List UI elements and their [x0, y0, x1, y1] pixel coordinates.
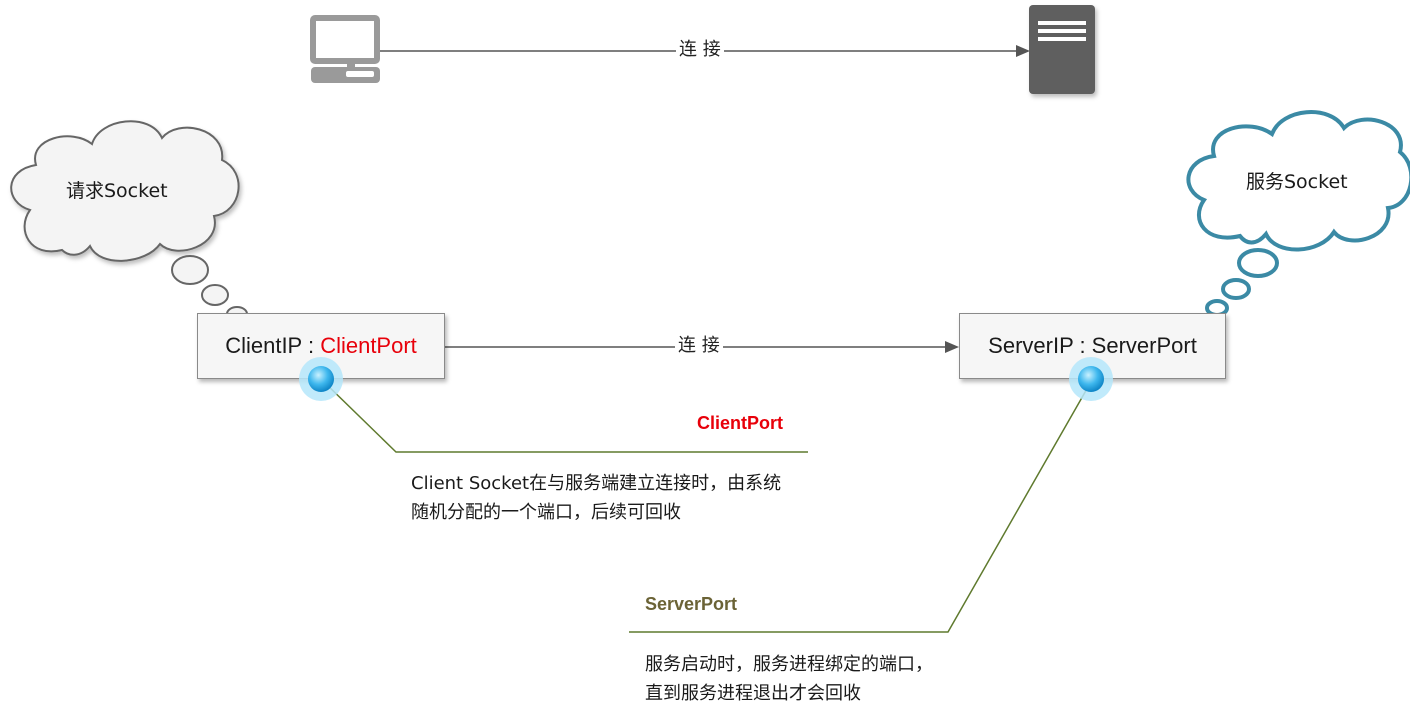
client-ip-label: ClientIP : [225, 333, 321, 358]
server-port-callout-title: ServerPort [645, 594, 738, 614]
client-address-box: ClientIP : ClientPort [197, 313, 445, 379]
mid-connection-label: 连 接 [675, 335, 723, 357]
client-cloud-text: 请求Socket [66, 180, 168, 202]
top-connection-label: 连 接 [676, 39, 724, 61]
server-port-callout-text: 服务启动时，服务进程绑定的端口，直到服务进程退出才会回收 [645, 654, 933, 704]
client-port-callout-title: ClientPort [697, 413, 784, 433]
server-callout-line [629, 379, 1093, 633]
client-thought-cloud [10, 120, 248, 322]
client-callout-line [321, 379, 808, 453]
client-port-callout-text: Client Socket在与服务端建立连接时，由系统随机分配的一个端口，后续可… [411, 473, 782, 523]
computer-icon [310, 15, 380, 83]
server-address-label: ServerIP : ServerPort [988, 333, 1197, 358]
server-address-box: ServerIP : ServerPort [959, 313, 1226, 379]
server-icon [1029, 5, 1095, 94]
server-cloud-text: 服务Socket [1246, 171, 1348, 193]
client-port-label: ClientPort [320, 333, 417, 358]
server-thought-cloud [1186, 110, 1410, 317]
